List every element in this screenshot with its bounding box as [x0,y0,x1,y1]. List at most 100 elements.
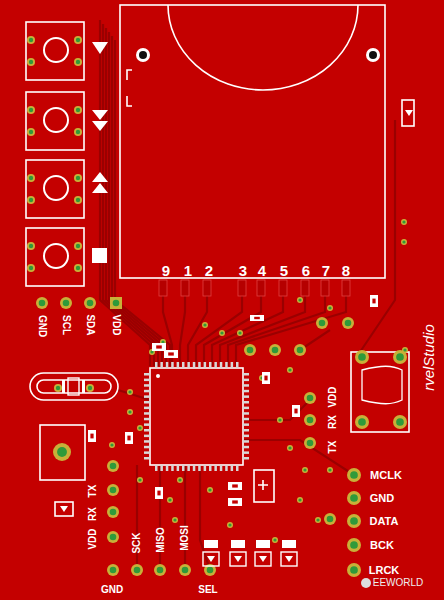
pad-hole [272,347,279,354]
round-pad [27,106,35,114]
chip-pin [144,423,150,426]
round-pad [304,414,316,426]
round-pad [84,297,96,309]
button-dome [43,243,69,269]
via [127,409,133,415]
signal-name: SCK [132,532,142,553]
led-resistor [282,540,296,548]
round-pad [342,317,354,329]
card-contact [279,280,287,296]
pin-number: 9 [162,263,170,278]
smd-part [164,350,178,358]
pad-hole [110,463,117,470]
signal-name: LRCK [369,565,400,576]
via-hole [138,478,141,481]
card-contact [159,280,167,296]
pad-hole [358,353,366,361]
pad-hole [29,60,33,64]
smd-part-body [294,409,297,414]
via [287,445,293,451]
via-hole [128,410,131,413]
via [207,487,213,493]
pad-hole [87,300,94,307]
round-pad [74,128,82,136]
chip-pin [225,465,228,471]
round-pad [316,317,328,329]
chip-pin [187,362,190,368]
smd-part-body [90,434,93,439]
chip-pin [144,412,150,415]
trace [115,40,170,366]
chip-pin [243,435,249,438]
via-hole [228,523,231,526]
via [177,477,183,483]
chip-pin [243,401,249,404]
round-pad [347,538,361,552]
via [277,417,283,423]
chip-pin [243,412,249,415]
round-pad [304,437,316,449]
round-pad [27,36,35,44]
round-pad [27,264,35,272]
smd-part [155,487,163,499]
via [327,305,333,311]
chip-pin [231,465,234,471]
round-pad [304,392,316,404]
led-mark [207,556,215,562]
round-pad [27,58,35,66]
via-hole [328,468,331,471]
via [297,497,303,503]
pin-number: 8 [342,263,350,278]
chip-pin [144,384,150,387]
chip-pin [171,362,174,368]
led-outline [230,552,246,566]
round-pad [107,564,119,576]
pad-hole [157,567,164,574]
chip-pin [144,373,150,376]
signal-name: RX [88,507,98,521]
pad-hole [29,198,33,202]
pad-hole [110,509,117,516]
pad-hole [350,494,358,502]
chip-pin [243,446,249,449]
pin-number: 2 [205,263,213,278]
chip-pin [243,373,249,376]
chip-pin [220,465,223,471]
chip-pin [243,418,249,421]
pin1-dot [156,374,160,378]
smd-part [250,315,264,321]
pin-number: 4 [258,263,266,278]
led-resistor [231,540,245,548]
via-hole [173,518,176,521]
chip-pin [144,418,150,421]
chip-pin [214,465,217,471]
round-pad [347,468,361,482]
pad-hole [319,320,326,327]
via [287,367,293,373]
pad-hole [76,198,80,202]
pad-hole [76,130,80,134]
round-pad [53,443,71,461]
pad-hole [29,38,33,42]
via-hole [288,368,291,371]
pad-hole [57,447,67,457]
via-hole [403,348,406,351]
chip-pin [225,362,228,368]
led-mark [259,556,267,562]
chip-pin [198,362,201,368]
signal-name: DATA [370,516,399,527]
chip-pin [166,465,169,471]
round-pad [74,58,82,66]
via-hole [288,446,291,449]
chip-pin [243,390,249,393]
via-hole [316,518,319,521]
button-dome [43,175,69,201]
pad-hole [350,471,358,479]
round-pad [269,344,281,356]
card-contact [301,280,309,296]
led-mark [285,556,293,562]
smd-part [88,430,96,442]
pad-hole [396,418,404,426]
via [401,239,407,245]
smd-part-body [157,491,160,496]
